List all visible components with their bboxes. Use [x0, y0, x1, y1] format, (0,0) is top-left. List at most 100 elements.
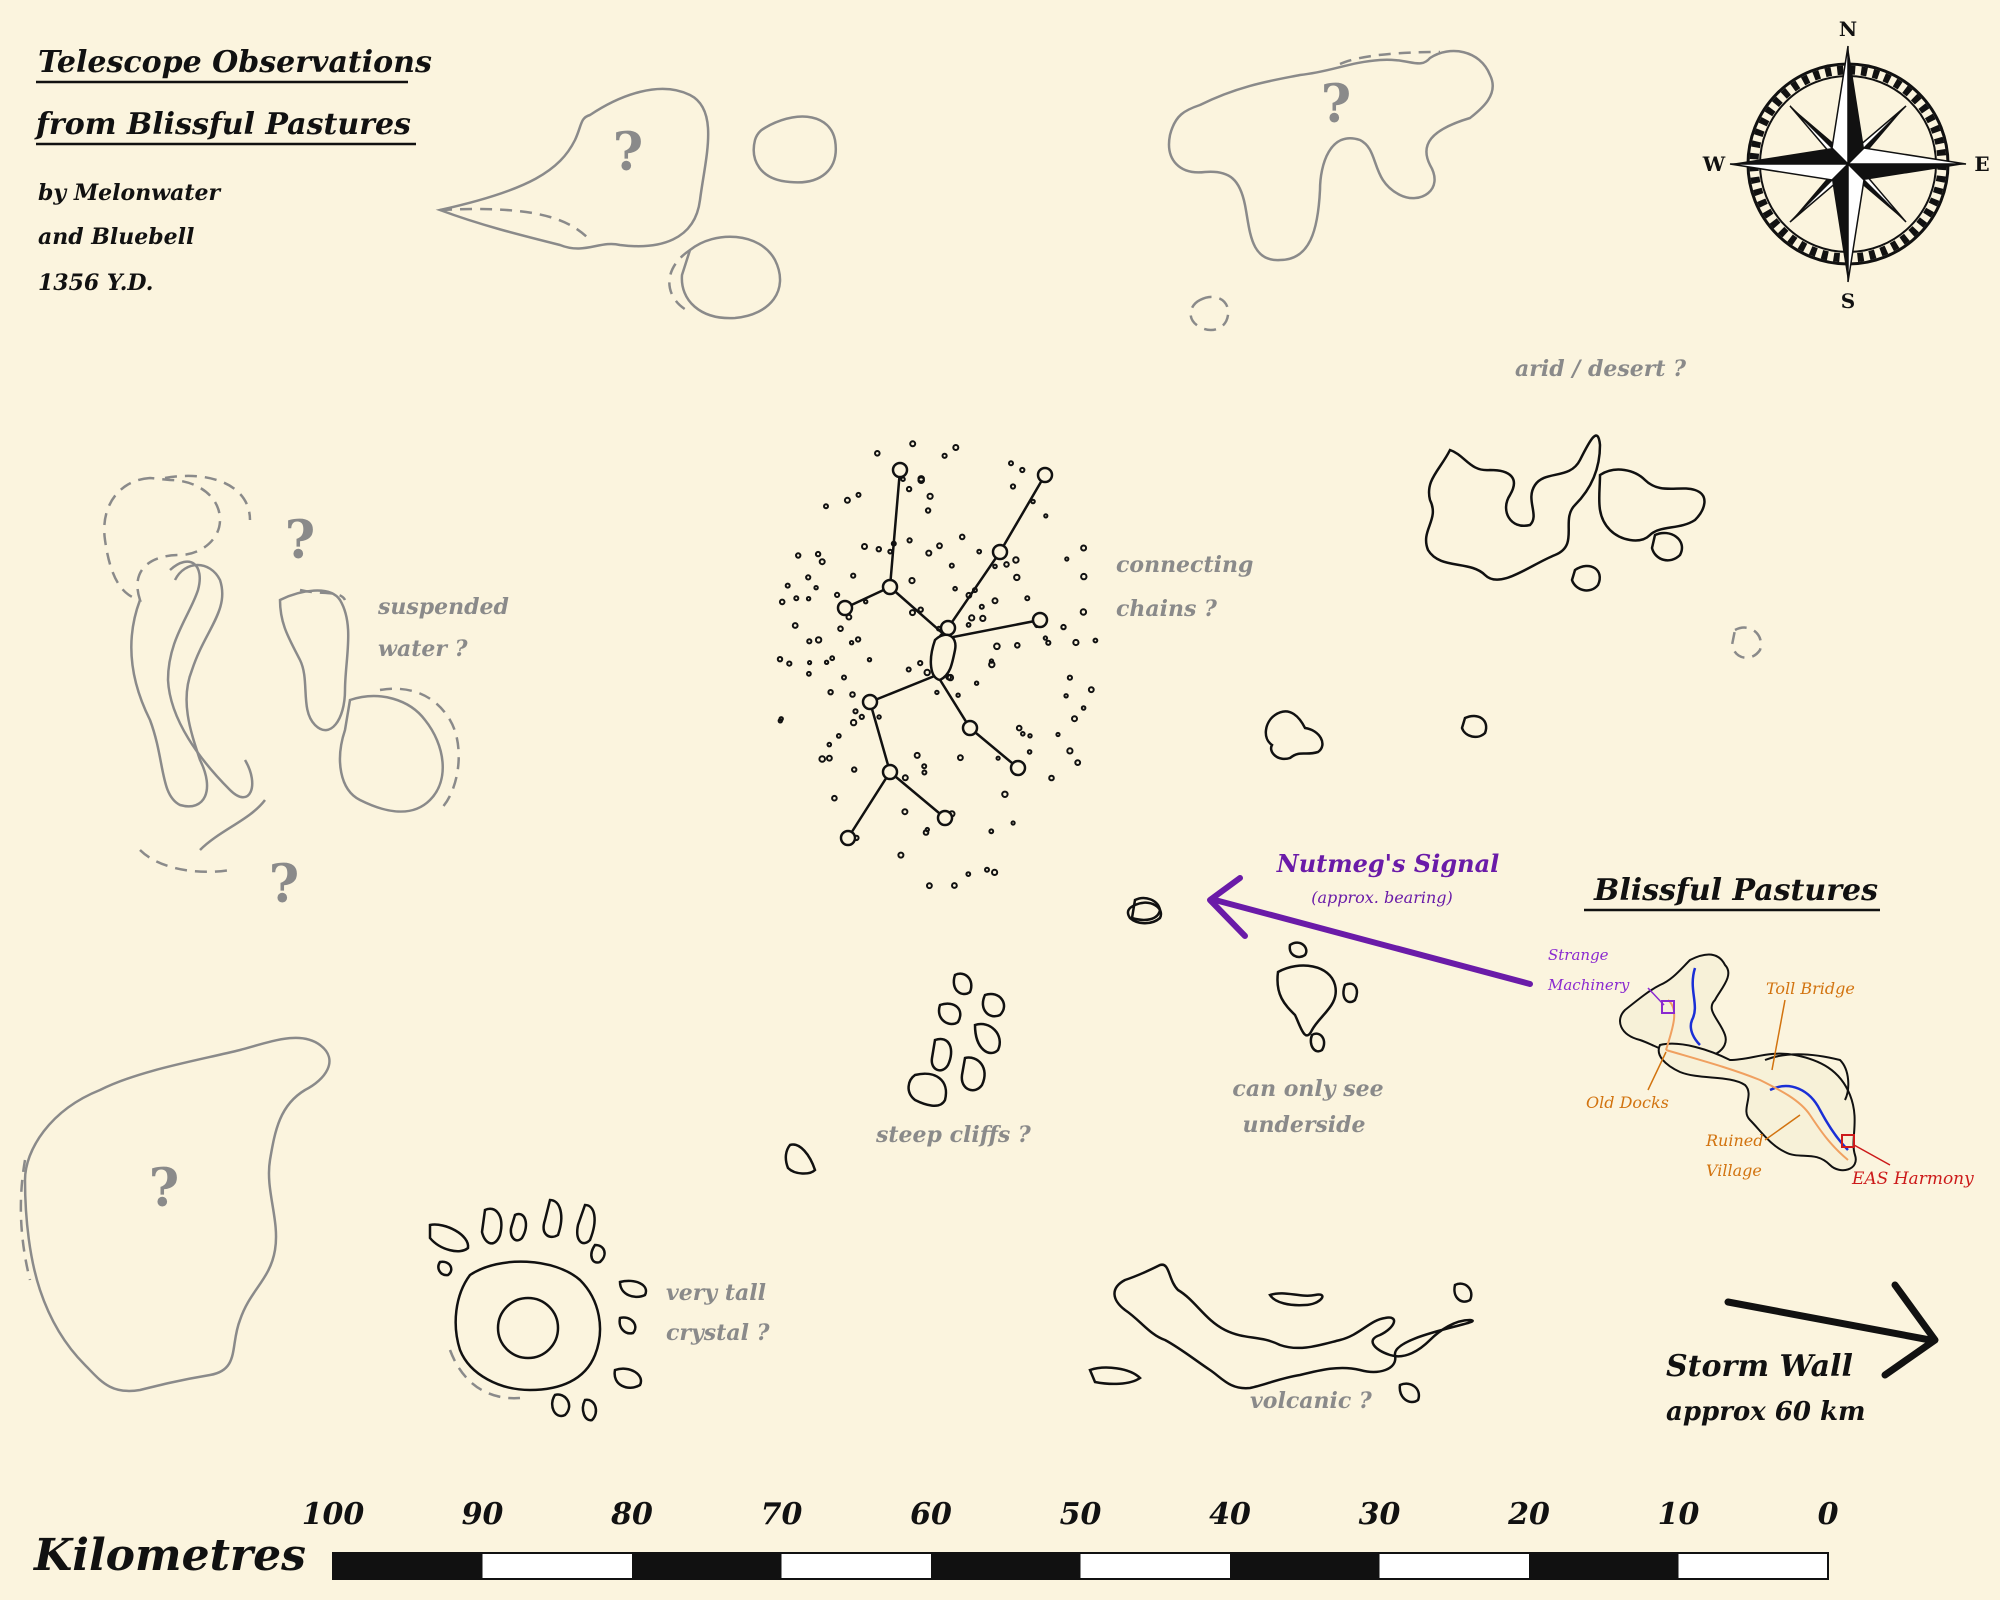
chain-dot — [1024, 595, 1031, 602]
underside-note-1: can only see — [1232, 1076, 1383, 1102]
chain-dot — [814, 636, 823, 644]
chain-dot — [874, 450, 881, 457]
chain-dot — [1027, 733, 1033, 739]
chain-dot — [1019, 466, 1026, 474]
chains-note-2: chains ? — [1116, 596, 1218, 622]
chain-dot — [1087, 686, 1095, 694]
scale-label: Kilometres — [32, 1530, 306, 1581]
chain-dot — [1043, 513, 1049, 519]
chain-dot — [814, 550, 822, 558]
chain-dot — [1066, 747, 1074, 755]
chain-dot — [855, 491, 862, 498]
chain-dot — [995, 755, 1001, 761]
chain-dot — [958, 533, 966, 541]
chain-dot — [923, 668, 931, 677]
chain-dot — [921, 769, 928, 776]
chain-node — [961, 719, 979, 737]
chain-dot — [834, 591, 841, 599]
scale-tick-label: 30 — [1359, 1497, 1401, 1532]
chain-dot — [984, 866, 990, 873]
chain-dot — [806, 638, 813, 645]
chain-dot — [791, 622, 799, 629]
credit-authors-1: by Melonwater — [38, 180, 222, 206]
chain-dot — [917, 660, 924, 667]
signal-label: Nutmeg's Signal — [1276, 849, 1499, 878]
chain-dot — [952, 585, 958, 592]
chains-note-1: connecting — [1116, 552, 1253, 578]
unknown-mark: ? — [613, 122, 643, 183]
chain-dot — [1003, 561, 1010, 568]
chain-dot — [875, 546, 882, 553]
scale-tick-label: 40 — [1209, 1497, 1251, 1532]
chain-dot — [1066, 674, 1074, 681]
scale-tick-label: 20 — [1507, 1497, 1550, 1532]
chain-node — [939, 619, 957, 637]
chain-dot — [913, 751, 921, 759]
arid-island: arid / desert ? — [1424, 356, 1763, 739]
chain-node — [1036, 466, 1054, 484]
chain-node — [836, 599, 854, 617]
chain-dot — [906, 537, 913, 544]
chain-node — [1009, 759, 1027, 777]
compass-rose: N S E W — [1702, 17, 1990, 313]
chain-dot — [778, 716, 784, 722]
chain-dot — [1060, 623, 1067, 631]
chain-dot — [827, 689, 834, 696]
chain-dot — [890, 540, 897, 547]
storm-wall-label: Storm Wall — [1666, 1349, 1853, 1384]
chain-dot — [876, 714, 882, 720]
suspended-water-island: ? ? suspended water ? — [102, 474, 509, 915]
chain-dot — [805, 574, 812, 581]
chain-dot — [1064, 556, 1070, 562]
chain-dot — [991, 597, 999, 605]
arid-note: arid / desert ? — [1515, 356, 1687, 382]
chain-dot — [823, 659, 830, 665]
underside-note-2: underside — [1242, 1112, 1365, 1138]
chain-dot — [778, 598, 786, 606]
chain-node — [1031, 611, 1049, 629]
chain-dot — [850, 572, 857, 579]
chain-dot — [905, 485, 913, 493]
chain-dot — [793, 595, 800, 602]
chain-dot — [841, 674, 847, 681]
chain-dot — [946, 673, 955, 682]
credit-date: 1356 Y.D. — [38, 270, 153, 296]
scale-tick-label: 50 — [1060, 1497, 1102, 1532]
chain-dot — [829, 655, 836, 662]
chain-dot — [992, 563, 998, 570]
scale-segment — [632, 1553, 782, 1579]
chain-dot — [1080, 572, 1088, 581]
chain-dot — [993, 642, 1001, 651]
chain-dot — [979, 614, 987, 623]
map-title-line2: from Blissful Pastures — [34, 107, 411, 142]
chain-dot — [909, 440, 917, 448]
unknown-island-bottom-left: ? — [19, 1036, 331, 1393]
unknown-island-top-center: ? — [1167, 49, 1494, 332]
chain-dot — [897, 851, 905, 859]
chain-dot — [1001, 790, 1009, 798]
chain-node — [881, 578, 899, 596]
chain-dot — [957, 754, 964, 762]
chain-dot — [973, 680, 980, 686]
scale-segment — [1230, 1553, 1380, 1579]
chain-dot — [863, 599, 869, 605]
chain-dot — [843, 496, 851, 504]
title-block: Telescope Observations from Blissful Pas… — [34, 45, 432, 296]
connecting-chains-island: connecting chains ? — [776, 440, 1253, 890]
chain-dot — [1079, 608, 1088, 616]
chain-dot — [965, 622, 972, 628]
chain-dot — [837, 625, 844, 633]
signal-subtitle: (approx. bearing) — [1311, 888, 1453, 907]
scale-segment — [1529, 1553, 1679, 1579]
chain-dot — [826, 741, 833, 748]
chain-dot — [917, 475, 925, 483]
chain-dot — [1042, 635, 1049, 641]
chain-dot — [849, 691, 856, 698]
chain-dot — [926, 882, 933, 890]
chain-dot — [848, 640, 855, 646]
chain-dot — [849, 718, 858, 727]
chain-dot — [941, 452, 948, 459]
underside-note: can only see underside — [1232, 1076, 1383, 1138]
chain-dot — [976, 548, 983, 555]
chain-dot — [955, 692, 961, 698]
